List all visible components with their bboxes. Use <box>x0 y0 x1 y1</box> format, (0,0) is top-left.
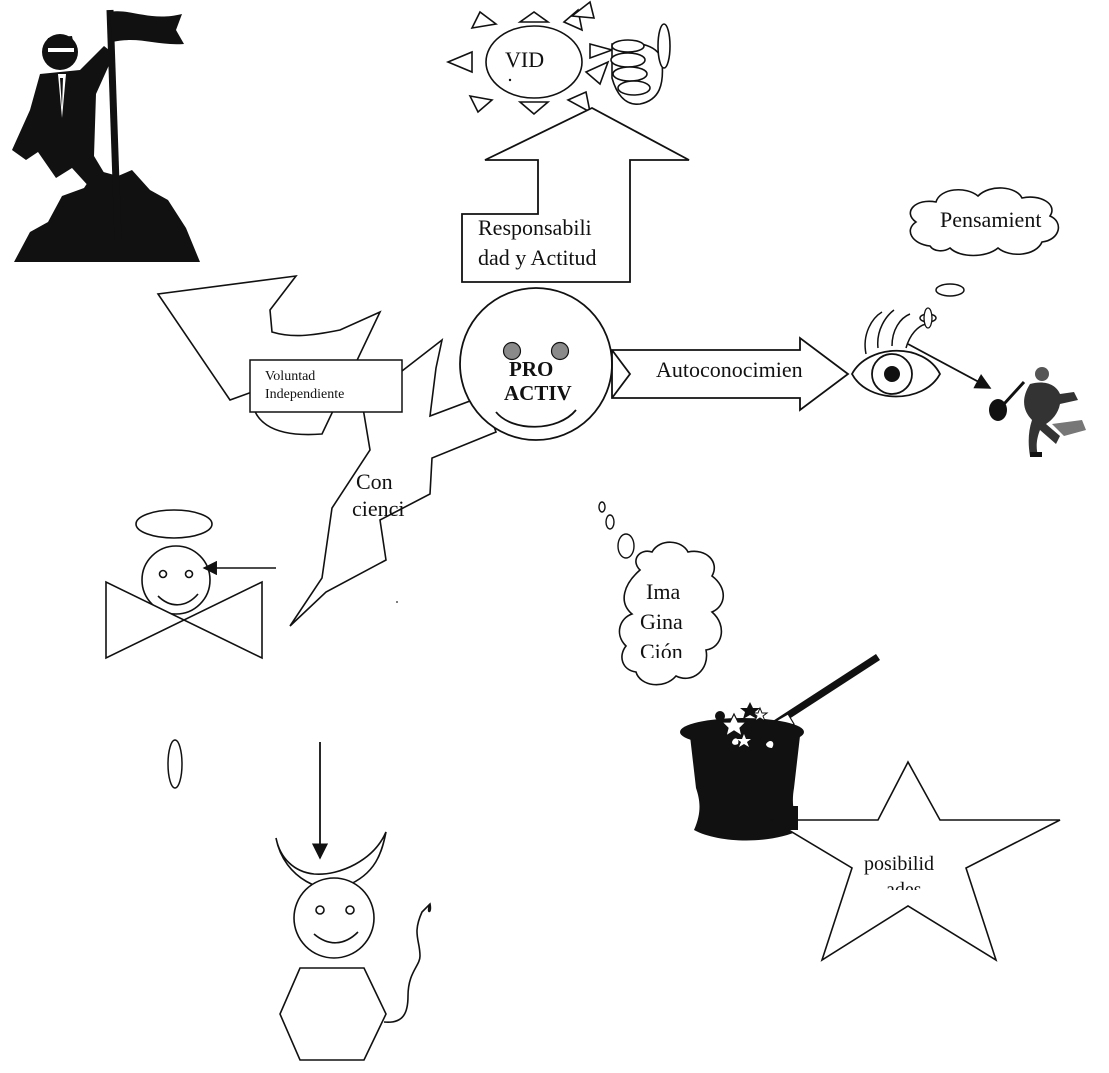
imagination-label-line3: Ción <box>640 639 683 658</box>
thought-cloud-pensamiento <box>909 187 1060 257</box>
imagination-bubble-1 <box>598 501 606 513</box>
eye-icon <box>850 307 942 398</box>
possibilities-star <box>769 760 1061 962</box>
hand-icon <box>610 23 671 105</box>
conscience-bolt-shape <box>289 338 498 627</box>
responsibility-up-arrow <box>461 106 690 283</box>
devil-icon <box>275 831 432 1061</box>
angel-icon <box>105 509 263 660</box>
activ-label: ACTIV <box>504 381 572 405</box>
thought-label: Pensamient <box>940 207 1042 232</box>
self-knowledge-arrow <box>611 336 850 412</box>
responsibility-label-line1: Responsabili <box>478 215 592 240</box>
imagination-bubble-3 <box>617 533 635 559</box>
responsibility-label-line2: dad y Actitud <box>478 245 597 270</box>
conscience-label-line2: cienci <box>352 496 405 521</box>
thought-cloud-imaginacion <box>618 541 725 686</box>
speck <box>396 601 398 603</box>
speck-vid <box>508 78 512 82</box>
self-knowledge-label: Autoconocimien <box>656 357 803 382</box>
willpower-label-line1: Voluntad <box>265 369 316 384</box>
tennis-player-icon <box>989 367 1086 457</box>
imagination-bubble-2 <box>605 514 615 530</box>
voluntad-box <box>249 359 403 413</box>
willpower-label-line2: Independiente <box>265 387 345 402</box>
possibilities-label-line1: posibilid <box>864 853 935 875</box>
imagination-label-line1: Ima <box>646 579 681 604</box>
eye-to-tennis-arrow <box>907 343 992 389</box>
climber-on-mountain-icon <box>12 9 200 262</box>
thought-bubble-1 <box>935 283 965 297</box>
conscience-label-line1: Con <box>356 469 393 494</box>
possibilities-label-line2: ades <box>886 879 922 890</box>
imagination-label-line2: Gina <box>640 609 683 634</box>
magic-hat-icon <box>680 654 880 841</box>
pro-label: PRO <box>509 357 554 381</box>
hat-star-overlap-mask <box>774 806 798 830</box>
vid-label: VID <box>505 47 545 72</box>
angel-small-oval <box>167 739 183 789</box>
